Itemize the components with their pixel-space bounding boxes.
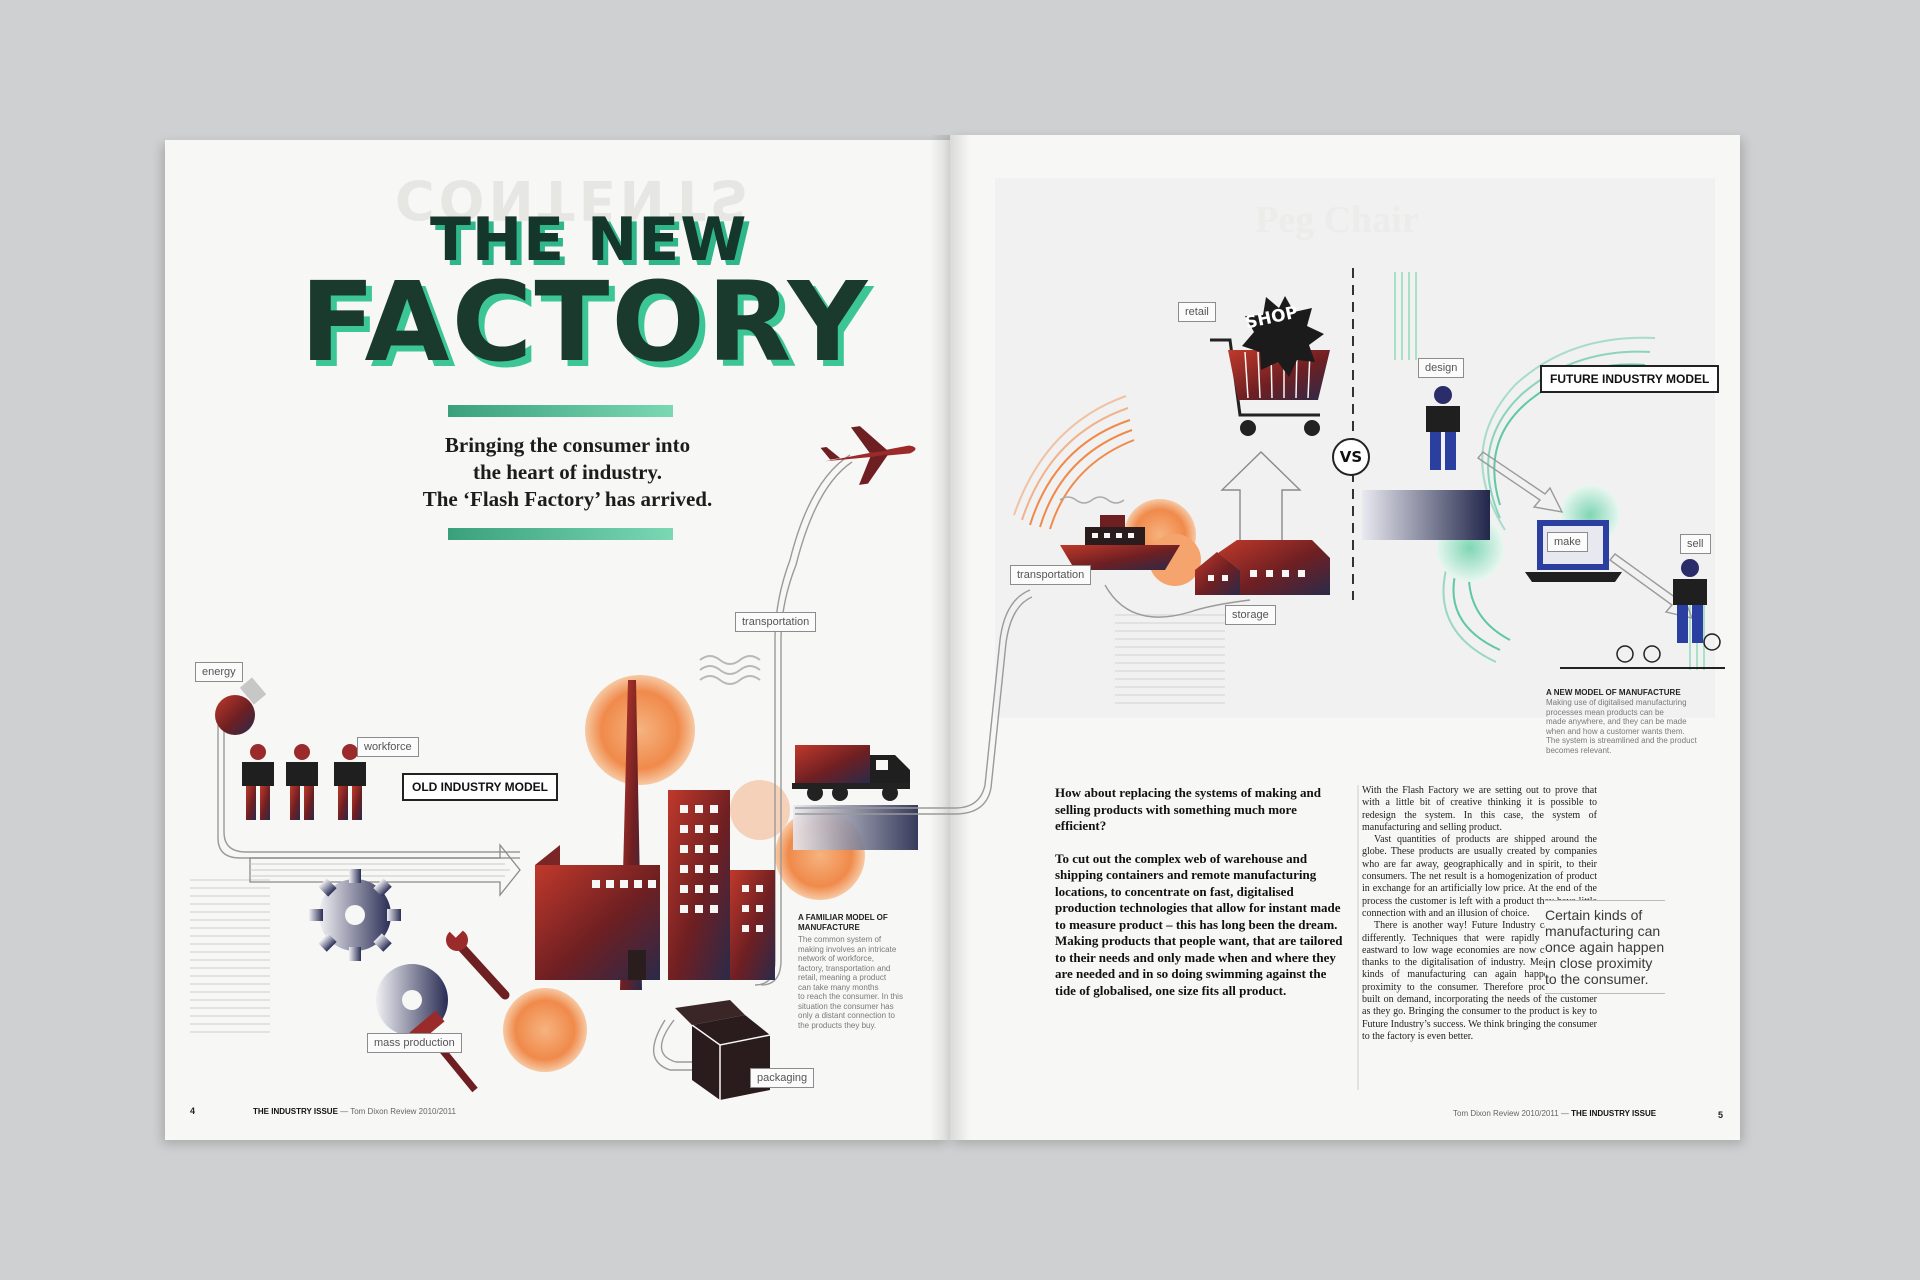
- pull-quote: Certain kinds of manufacturing can once …: [1545, 900, 1665, 994]
- label-transportation-right: transportation: [1010, 565, 1092, 585]
- caption-line: making involves an intricate: [798, 944, 897, 954]
- caption-line: Making use of digitalised manufacturing: [1546, 698, 1687, 707]
- right-caption-body: Making use of digitalised manufacturing …: [1546, 698, 1726, 755]
- label-retail: retail: [1178, 302, 1216, 322]
- label-energy: energy: [195, 662, 243, 682]
- caption-line: can take many months: [798, 982, 879, 992]
- label-mass-production: mass production: [367, 1033, 462, 1053]
- caption-line: to reach the consumer. In this: [798, 992, 903, 1001]
- headline-rule-bottom: [448, 528, 673, 540]
- ghost-heading-right: Peg Chair: [1255, 199, 1419, 241]
- footer-issue: THE INDUSTRY ISSUE: [1571, 1109, 1657, 1118]
- body-paragraph: Vast quantities of products are shipped …: [1362, 834, 1597, 919]
- left-caption-body: The common system of making involves an …: [798, 935, 908, 1030]
- subtitle-line: The ‘Flash Factory’ has arrived.: [422, 487, 713, 511]
- caption-line: only a distant connection to: [798, 1011, 895, 1020]
- label-workforce: workforce: [357, 737, 419, 757]
- intro-paragraph: How about replacing the systems of makin…: [1055, 785, 1321, 833]
- body-paragraph: With the Flash Factory we are setting ou…: [1362, 785, 1597, 833]
- label-packaging: packaging: [750, 1068, 815, 1088]
- footer-issue: THE INDUSTRY ISSUE: [253, 1107, 338, 1116]
- headline-line-1: THE NEW: [430, 205, 748, 275]
- caption-line: The system is streamlined and the produc…: [1546, 736, 1697, 745]
- caption-line: processes mean products can be: [1546, 707, 1664, 717]
- caption-line: made anywhere, and they can be made: [1546, 717, 1687, 726]
- footer-publication: Tom Dixon Review 2010/2011 —: [1453, 1109, 1569, 1118]
- caption-line: factory, transportation and: [798, 963, 891, 973]
- caption-line: becomes relevant.: [1546, 745, 1612, 755]
- headline-rule-top: [448, 405, 673, 417]
- footer-right: Tom Dixon Review 2010/2011 — THE INDUSTR…: [1453, 1109, 1656, 1118]
- intro-paragraph: To cut out the complex web of warehouse …: [1055, 850, 1343, 998]
- body-paragraph: There is another way! Future Industry ca…: [1362, 920, 1597, 1042]
- label-sell: sell: [1680, 534, 1711, 554]
- subtitle-line: the heart of industry.: [473, 460, 662, 484]
- caption-line: retail, meaning a product: [798, 973, 887, 982]
- caption-line: situation the consumer has: [798, 1001, 894, 1011]
- body-text: With the Flash Factory we are setting ou…: [1362, 785, 1597, 1043]
- old-industry-model-label: OLD INDUSTRY MODEL: [402, 773, 559, 801]
- label-make: make: [1547, 532, 1588, 552]
- headline-line-2: FACTORY: [300, 258, 870, 386]
- left-caption-heading: A FAMILIAR MODEL OF MANUFACTURE: [798, 913, 888, 932]
- subtitle: Bringing the consumer into the heart of …: [385, 432, 750, 513]
- intro-text: How about replacing the systems of makin…: [1055, 785, 1350, 1015]
- label-storage: storage: [1225, 605, 1276, 625]
- subtitle-line: Bringing the consumer into: [444, 433, 691, 457]
- right-caption-heading: A NEW MODEL OF MANUFACTURE: [1546, 688, 1681, 697]
- spine-gutter: [930, 135, 970, 1140]
- caption-line: when and how a customer wants them.: [1546, 726, 1685, 736]
- caption-line: The common system of: [798, 935, 882, 944]
- caption-line: network of workforce,: [798, 954, 875, 963]
- label-transportation-left: transportation: [735, 612, 817, 632]
- page-number-right: 5: [1718, 1110, 1724, 1120]
- footer-left: THE INDUSTRY ISSUE — Tom Dixon Review 20…: [253, 1107, 456, 1116]
- label-design: design: [1418, 358, 1465, 378]
- caption-line: the products they buy.: [798, 1020, 877, 1030]
- footer-publication: — Tom Dixon Review 2010/2011: [340, 1107, 456, 1116]
- versus-badge: VS: [1332, 438, 1370, 476]
- future-industry-model-label: FUTURE INDUSTRY MODEL: [1540, 365, 1720, 393]
- page-number-left: 4: [190, 1106, 196, 1116]
